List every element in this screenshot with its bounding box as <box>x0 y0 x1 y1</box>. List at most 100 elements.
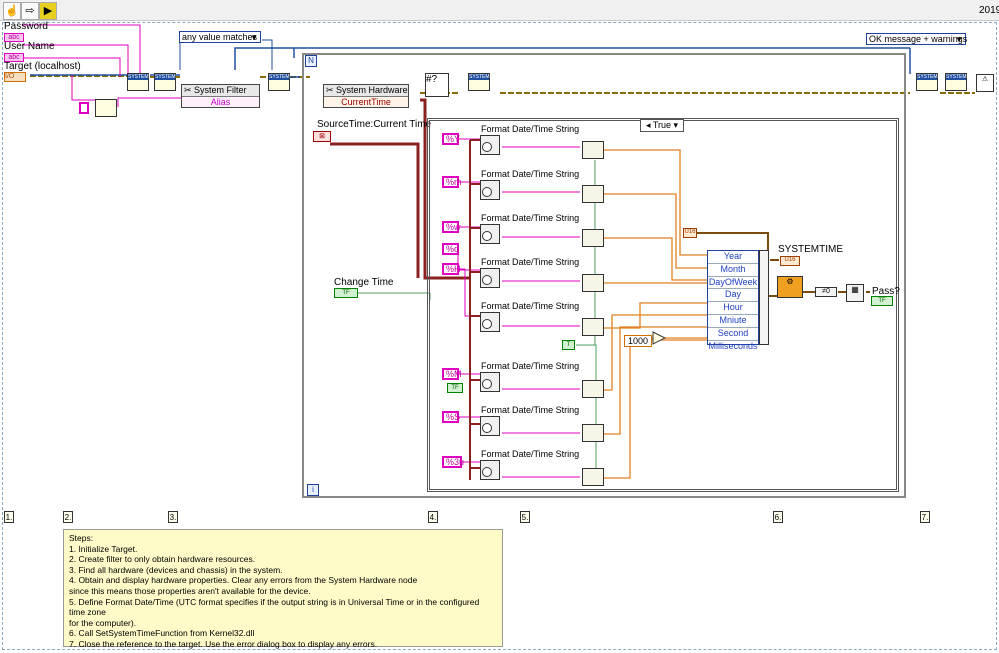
format-code-hour[interactable]: %H <box>442 263 461 275</box>
chevron-down-icon: ▼ <box>250 33 258 42</box>
create-filter-icon[interactable]: SYSTEM <box>154 73 176 91</box>
wrench-icon: ✂ <box>326 85 337 95</box>
cluster-field-month: Month <box>708 264 758 277</box>
comment-line: for the computer). <box>69 617 137 628</box>
highlight-icon[interactable]: ▶ <box>39 2 57 20</box>
not-equal-zero-node[interactable]: ≠0 <box>815 287 837 297</box>
format-datetime-node[interactable] <box>480 268 500 288</box>
call-library-node[interactable]: ⚙ <box>777 276 803 298</box>
cluster-bundle-icon[interactable] <box>95 99 117 117</box>
cluster-constant[interactable]: U16 <box>683 228 697 238</box>
systemtime-bundle[interactable]: Year Month DayOfWeek Day Hour Mniute Sec… <box>707 250 759 351</box>
loop-count-terminal[interactable]: N <box>305 55 317 67</box>
run-arrow-icon[interactable]: ⇨ <box>21 2 39 20</box>
format-code-year[interactable]: %Y <box>442 133 460 145</box>
match-mode-dropdown[interactable]: any value matches▼ <box>179 31 261 43</box>
clock-icon <box>482 187 492 197</box>
source-time-indicator: ⊠ <box>313 131 331 142</box>
close-target-icon[interactable]: SYSTEM <box>945 73 967 91</box>
format-date-icon[interactable]: #? <box>425 73 449 97</box>
string-to-number-node[interactable] <box>582 424 604 442</box>
select-node[interactable]: ▦ <box>846 284 864 302</box>
cluster-field-day: Day <box>708 289 758 303</box>
comment-line: since this means those properties aren't… <box>69 585 311 596</box>
chevron-down-icon: ▼ <box>955 35 963 44</box>
clock-icon <box>482 379 492 389</box>
comment-line: 4. Obtain and display hardware propertie… <box>69 575 418 586</box>
string-to-number-node[interactable] <box>582 318 604 336</box>
format-node-label: Format Date/Time String <box>481 301 580 311</box>
toolbar: ☝ ⇨ ▶ 2019 <box>0 0 999 21</box>
comment-line: 3. Find all hardware (devices and chassi… <box>69 564 283 575</box>
alias-property: Alias <box>182 97 259 107</box>
format-code-minute[interactable]: %M <box>442 368 462 380</box>
initialize-system-icon[interactable]: SYSTEM <box>127 73 149 91</box>
ms-divisor-constant[interactable]: 1000 <box>624 335 653 347</box>
target-label: Target (localhost) <box>4 61 81 72</box>
for-loop-frame <box>302 53 906 498</box>
divide-node[interactable] <box>652 331 667 345</box>
empty-string-constant[interactable] <box>79 102 89 114</box>
string-to-number-node[interactable] <box>582 468 604 486</box>
format-node-label: Format Date/Time String <box>481 361 580 371</box>
wrench-icon: ✂ <box>184 85 195 95</box>
format-node-label: Format Date/Time String <box>481 449 580 459</box>
step-marker: 6. <box>773 511 783 523</box>
string-to-number-node[interactable] <box>582 380 604 398</box>
string-to-number-node[interactable] <box>582 141 604 159</box>
cluster-field-hour: Hour <box>708 302 758 315</box>
comment-line: 5. Define Format Date/Time (UTC format s… <box>69 596 480 618</box>
format-code-weekday[interactable]: %w <box>442 221 461 233</box>
cluster-field-milliseconds: Milliseconds <box>708 340 758 351</box>
format-datetime-node[interactable] <box>480 135 500 155</box>
target-control[interactable]: I/O <box>4 72 26 82</box>
step-marker: 3. <box>168 511 178 523</box>
systemtime-indicator: U16 <box>780 256 800 266</box>
username-control[interactable]: abc <box>4 53 24 62</box>
comment-line: Steps: <box>69 533 94 543</box>
cluster-field-second: Second <box>708 328 758 341</box>
step-marker: 2. <box>63 511 73 523</box>
close-session-icon[interactable]: SYSTEM <box>916 73 938 91</box>
format-code-month[interactable]: %m <box>442 176 462 188</box>
outer-frame <box>2 22 997 650</box>
error-dialog-icon[interactable]: ⚠ <box>976 74 994 92</box>
string-to-number-node[interactable] <box>582 185 604 203</box>
format-datetime-node[interactable] <box>480 372 500 392</box>
error-mode-dropdown[interactable]: OK message + warnings▼ <box>866 33 967 45</box>
clear-errors-icon[interactable]: SYSTEM <box>468 73 490 91</box>
hand-icon[interactable]: ☝ <box>3 2 21 20</box>
format-datetime-node[interactable] <box>480 224 500 244</box>
clock-icon <box>482 142 492 152</box>
utc-constant-minute[interactable]: TF <box>447 383 463 393</box>
step-marker: 1. <box>4 511 14 523</box>
string-to-number-node[interactable] <box>582 229 604 247</box>
format-datetime-node[interactable] <box>480 312 500 332</box>
clock-icon <box>482 231 492 241</box>
comment-line: 1. Initialize Target. <box>69 543 138 554</box>
change-time-label: Change Time <box>334 277 394 288</box>
loop-iteration-terminal: i <box>307 484 319 496</box>
comment-line: 7. Close the reference to the target. Us… <box>69 638 378 649</box>
steps-comment: Steps: 1. Initialize Target. 2. Create f… <box>63 529 503 649</box>
format-code-second[interactable]: %S <box>442 411 460 423</box>
true-constant[interactable]: T <box>562 340 575 350</box>
system-hardware-node[interactable]: ✂ System Hardware CurrentTime <box>323 84 409 108</box>
change-time-control[interactable]: TF <box>334 288 358 298</box>
format-node-label: Format Date/Time String <box>481 257 580 267</box>
password-control[interactable]: abc <box>4 33 24 42</box>
cluster-field-year: Year <box>708 251 758 264</box>
string-to-number-node[interactable] <box>582 274 604 292</box>
system-filter-node[interactable]: ✂ System Filter Alias <box>181 84 260 108</box>
format-datetime-node[interactable] <box>480 180 500 200</box>
format-node-label: Format Date/Time String <box>481 124 580 134</box>
case-selector[interactable]: ◂ True ▾ <box>640 119 684 132</box>
format-code-day[interactable]: %d <box>442 243 459 255</box>
source-time-label: SourceTime:Current Time <box>317 119 432 130</box>
find-hardware-icon[interactable]: SYSTEM <box>268 73 290 91</box>
step-marker: 4. <box>428 511 438 523</box>
format-datetime-node[interactable] <box>480 460 500 480</box>
format-datetime-node[interactable] <box>480 416 500 436</box>
format-code-ms[interactable]: %3u <box>442 456 464 468</box>
